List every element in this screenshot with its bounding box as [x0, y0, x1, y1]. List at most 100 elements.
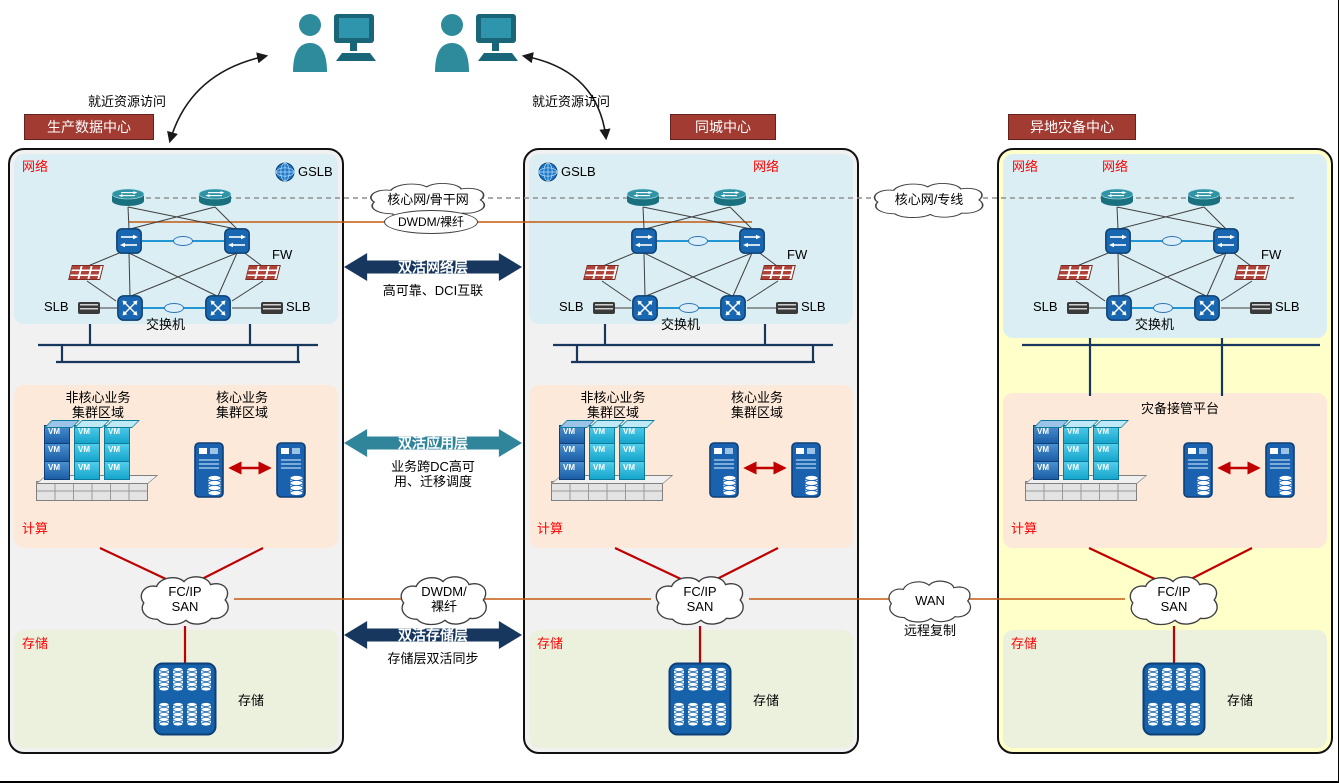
gslb-label: GSLB	[561, 164, 596, 179]
san-cloud: FC/IP SAN	[651, 572, 749, 628]
core-switch-icon	[224, 228, 250, 254]
router-icon	[198, 188, 232, 208]
title-remote-dr-dc: 异地灾备中心	[1008, 114, 1136, 140]
network-arrow-subtitle: 高可靠、DCI互联	[382, 283, 484, 298]
slb-icon	[593, 302, 615, 314]
slb-label: SLB	[44, 299, 69, 314]
network-zone-label: 网络	[1012, 159, 1039, 174]
l3-switch-icon	[720, 295, 746, 321]
slb-label: SLB	[286, 299, 311, 314]
slb-icon	[78, 302, 100, 314]
firewall-icon	[68, 265, 104, 280]
storage-icon	[668, 662, 732, 736]
slb-label: SLB	[801, 299, 826, 314]
core-switch-icon	[1213, 228, 1239, 254]
stack-link-icon	[1153, 303, 1173, 313]
access-label-left: 就近资源访问	[88, 94, 167, 109]
l3-switch-icon	[1106, 295, 1132, 321]
vm-platform-icon	[36, 481, 148, 501]
firewall-icon	[760, 265, 796, 280]
router-icon	[1187, 188, 1221, 208]
network-zone-label: 网络	[1102, 159, 1129, 174]
network-zone-label: 网络	[22, 159, 49, 174]
router-icon	[626, 188, 660, 208]
san-cloud: FC/IP SAN	[1125, 572, 1223, 628]
noncore-cluster-label: 非核心业务 集群区域	[580, 390, 646, 420]
slb-icon	[261, 302, 283, 314]
title-production-dc: 生产数据中心	[24, 114, 154, 140]
user-workstation-icon	[430, 12, 522, 78]
router-icon	[713, 188, 747, 208]
core-cluster-label: 核心业务 集群区域	[215, 390, 268, 420]
core-switch-icon	[1105, 228, 1131, 254]
slb-icon	[1067, 302, 1089, 314]
server-icon	[194, 442, 224, 498]
core-switch-icon	[630, 228, 658, 254]
compute-zone-label: 计算	[537, 521, 564, 536]
compute-zone-label: 计算	[22, 521, 49, 536]
stack-link-icon	[164, 303, 184, 313]
storage-arrow-subtitle: 存储层双活同步	[387, 651, 479, 666]
stack-link-icon	[173, 236, 193, 246]
dual-active-network-arrow: 双活网络层	[344, 253, 522, 281]
storage-zone-label: 存储	[537, 636, 564, 651]
storage-device-label: 存储	[753, 693, 780, 708]
slb-label: SLB	[1275, 299, 1300, 314]
stack-link-icon	[688, 236, 708, 246]
l3-switch-icon	[205, 295, 231, 321]
server-icon	[1265, 442, 1295, 498]
user-workstation-icon	[288, 12, 380, 78]
app-arrow-subtitle: 业务跨DC高可 用、迁移调度	[391, 459, 475, 489]
dual-active-storage-arrow: 双活存储层	[344, 621, 522, 649]
firewall-icon	[1234, 265, 1270, 280]
vm-platform-icon	[551, 481, 663, 501]
network-zone-label: 网络	[753, 159, 780, 174]
slb-label: SLB	[559, 299, 584, 314]
title-metro-dc: 同城中心	[670, 114, 776, 140]
switch-caption: 交换机	[661, 317, 701, 332]
fw-label: FW	[787, 247, 808, 262]
storage-device-label: 存储	[238, 693, 265, 708]
vm-platform-icon	[1025, 481, 1137, 501]
switch-caption: 交换机	[146, 317, 186, 332]
dual-active-app-arrow: 双活应用层	[344, 429, 522, 457]
compute-zone-label: 计算	[1011, 521, 1038, 536]
core-switch-icon	[116, 228, 142, 254]
l3-switch-icon	[117, 295, 143, 321]
fw-label: FW	[1261, 247, 1282, 262]
slb-label: SLB	[1033, 299, 1058, 314]
gslb-icon	[275, 162, 295, 182]
server-icon	[709, 442, 739, 498]
server-icon	[276, 442, 306, 498]
noncore-cluster-label: 非核心业务 集群区域	[65, 390, 131, 420]
server-icon	[1183, 442, 1213, 498]
switch-caption: 交换机	[1135, 317, 1175, 332]
dwdm-cloud: DWDM/ 裸纤	[396, 572, 492, 628]
wan-cloud: WAN	[884, 577, 976, 625]
access-label-right: 就近资源访问	[532, 94, 611, 109]
remote-replication-label: 远程复制	[903, 623, 956, 638]
core-cluster-label: 核心业务 集群区域	[730, 390, 783, 420]
slb-icon	[776, 302, 798, 314]
backbone-network-cloud: 核心网/骨干网	[364, 180, 492, 220]
gslb-label: GSLB	[298, 164, 333, 179]
storage-icon	[153, 662, 217, 736]
storage-zone-label: 存储	[1011, 636, 1038, 651]
dr-platform-label: 灾备接管平台	[1140, 401, 1219, 416]
firewall-icon	[583, 265, 619, 280]
storage-zone-label: 存储	[22, 636, 49, 651]
stack-link-icon	[679, 303, 699, 313]
storage-device-label: 存储	[1227, 693, 1254, 708]
san-cloud: FC/IP SAN	[136, 572, 234, 628]
l3-switch-icon	[632, 295, 658, 321]
stack-link-icon	[1162, 236, 1182, 246]
